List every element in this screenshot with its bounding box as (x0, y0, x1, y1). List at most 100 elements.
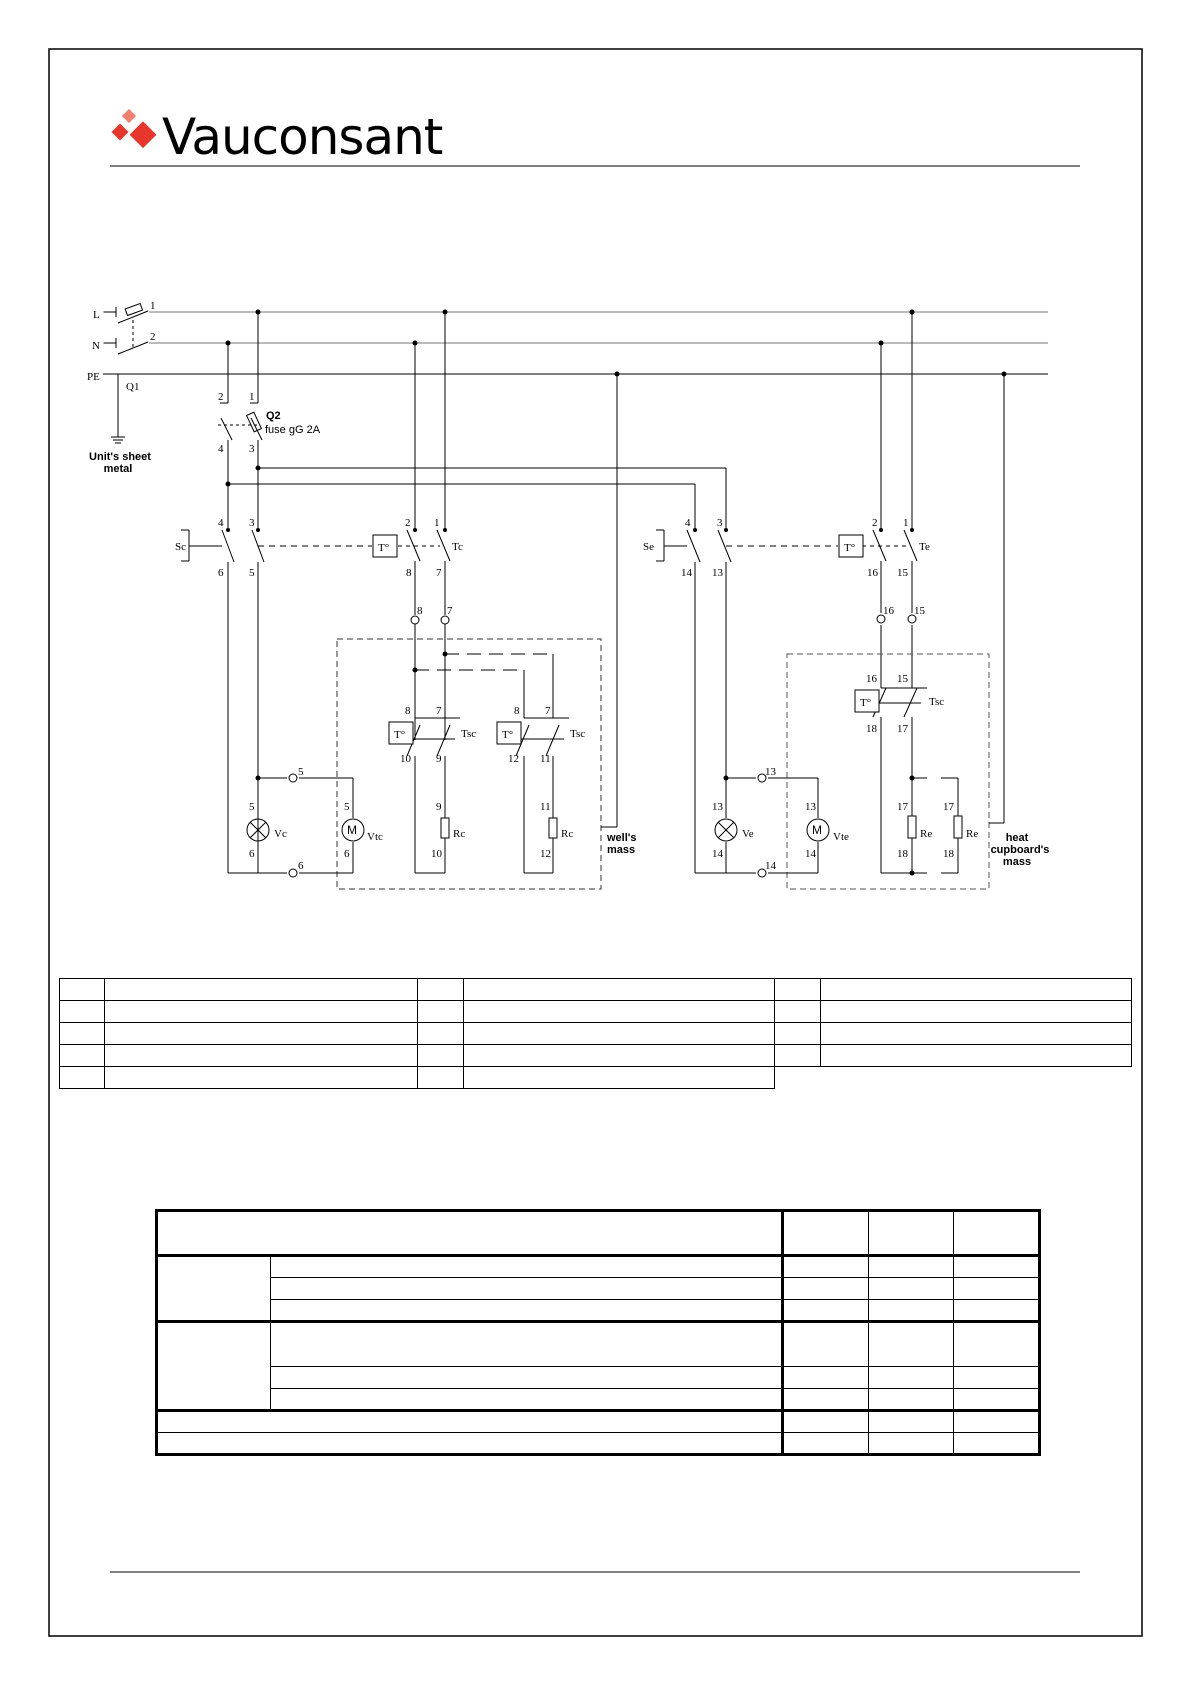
spec-row (156, 1432, 1040, 1455)
sheet-earth-label-2: metal (104, 463, 133, 475)
tsc1-t9: 9 (436, 753, 442, 765)
re1-t17: 17 (897, 801, 909, 813)
vc-t6: 6 (249, 848, 255, 860)
label-neutral: N (92, 340, 100, 352)
se-t13: 13 (712, 567, 724, 579)
tc-t1: 1 (434, 517, 440, 529)
specification-table (155, 1209, 1041, 1456)
cupboard-enclosure (786, 653, 990, 890)
rc1-t10: 10 (431, 848, 443, 860)
brand-logo: Vauconsant (111, 108, 444, 166)
vtc-t6: 6 (344, 848, 350, 860)
diagram-labels: L N PE 1 2 Q1 Unit's sheet metal 2 1 4 3… (87, 300, 1049, 872)
tsc3-t16: 16 (866, 673, 878, 685)
tsc2-t7: 7 (545, 705, 551, 717)
se-t4: 4 (685, 517, 691, 529)
tsc3-box: T° (860, 697, 871, 709)
q2-rating: fuse gG 2A (265, 424, 321, 436)
q1-pole-2: 2 (150, 331, 156, 343)
re2-label: Re (966, 828, 978, 840)
tsc2-t12: 12 (508, 753, 519, 765)
brand-name: Vauconsant (162, 108, 443, 166)
tc-label: Tc (452, 541, 463, 553)
te-label: Te (919, 541, 930, 553)
logo-square-large (129, 121, 157, 149)
page-frame (48, 48, 1143, 1637)
rc2-t12: 12 (540, 848, 551, 860)
sheet-earth-label-1: Unit's sheet (89, 451, 151, 463)
well-conn-8: 8 (417, 605, 423, 617)
thermostat-boxes (372, 534, 880, 745)
vc-t5: 5 (249, 801, 255, 813)
sc-t4: 4 (218, 517, 224, 529)
se-t3: 3 (717, 517, 723, 529)
rc1-label: Rc (453, 828, 465, 840)
spec-row (156, 1320, 1040, 1411)
label-earth: PE (87, 371, 100, 383)
cupboard-mass-label-2: cupboard's (991, 844, 1050, 856)
q1-pole-1: 1 (150, 300, 156, 312)
q2-label: Q2 (266, 410, 281, 422)
legend-table (59, 978, 1132, 1089)
re2-t18: 18 (943, 848, 955, 860)
tsc3-t15: 15 (897, 673, 909, 685)
well-mass-label-2: mass (607, 844, 635, 856)
logo-square-mid (111, 123, 129, 141)
cupboard-mass-label-3: mass (1003, 856, 1031, 868)
legend-row (59, 1066, 1132, 1089)
te-t2: 2 (872, 517, 878, 529)
te-t15: 15 (897, 567, 909, 579)
rc1-t9: 9 (436, 801, 442, 813)
label-live: L (93, 309, 100, 321)
well-conn-5: 5 (298, 766, 304, 778)
te-box: T° (844, 542, 855, 554)
q2-t4: 4 (218, 443, 224, 455)
logo-square-small (121, 108, 137, 124)
spec-row (156, 1409, 1040, 1433)
legend-row (59, 1022, 1132, 1045)
tsc2-t8: 8 (514, 705, 520, 717)
q1-label: Q1 (126, 381, 139, 393)
cup-conn-14: 14 (765, 860, 777, 872)
q2-t2: 2 (218, 391, 224, 403)
sc-t6: 6 (218, 567, 224, 579)
spec-header-row (156, 1210, 1040, 1256)
sc-label: Sc (175, 541, 186, 553)
tsc2-label: Tsc (570, 728, 585, 740)
te-t16: 16 (867, 567, 879, 579)
vtc-label: Vtc (367, 831, 383, 843)
well-conn-7: 7 (447, 605, 453, 617)
re2-t17: 17 (943, 801, 955, 813)
legend-row (59, 978, 1132, 1001)
tsc1-t8: 8 (405, 705, 411, 717)
re1-label: Re (920, 828, 932, 840)
tsc1-t7: 7 (436, 705, 442, 717)
tc-box: T° (378, 542, 389, 554)
legend-row (59, 1000, 1132, 1023)
cup-conn-13: 13 (765, 766, 777, 778)
terminal-connectors (288, 614, 917, 878)
tsc3-t17: 17 (897, 723, 909, 735)
cup-conn-15: 15 (914, 605, 926, 617)
se-label: Se (643, 541, 654, 553)
well-mass-label-1: well's (606, 832, 637, 844)
q2-t1: 1 (249, 391, 255, 403)
tc-t8: 8 (406, 567, 412, 579)
tc-t7: 7 (436, 567, 442, 579)
se-t14: 14 (681, 567, 693, 579)
cupboard-mass-label-1: heat (1006, 832, 1029, 844)
vtc-motor-symbol: M (347, 823, 357, 837)
ve-t14: 14 (712, 848, 724, 860)
ve-label: Ve (742, 828, 754, 840)
re1-t18: 18 (897, 848, 909, 860)
tc-t2: 2 (405, 517, 411, 529)
sc-t5: 5 (249, 567, 255, 579)
well-conn-6: 6 (298, 860, 304, 872)
tsc2-t11: 11 (540, 753, 551, 765)
vte-motor-symbol: M (812, 823, 822, 837)
spec-row (157, 1299, 1040, 1322)
tsc1-t10: 10 (400, 753, 412, 765)
vte-label: Vte (833, 831, 849, 843)
spec-row (157, 1388, 1040, 1411)
cup-conn-16: 16 (883, 605, 895, 617)
